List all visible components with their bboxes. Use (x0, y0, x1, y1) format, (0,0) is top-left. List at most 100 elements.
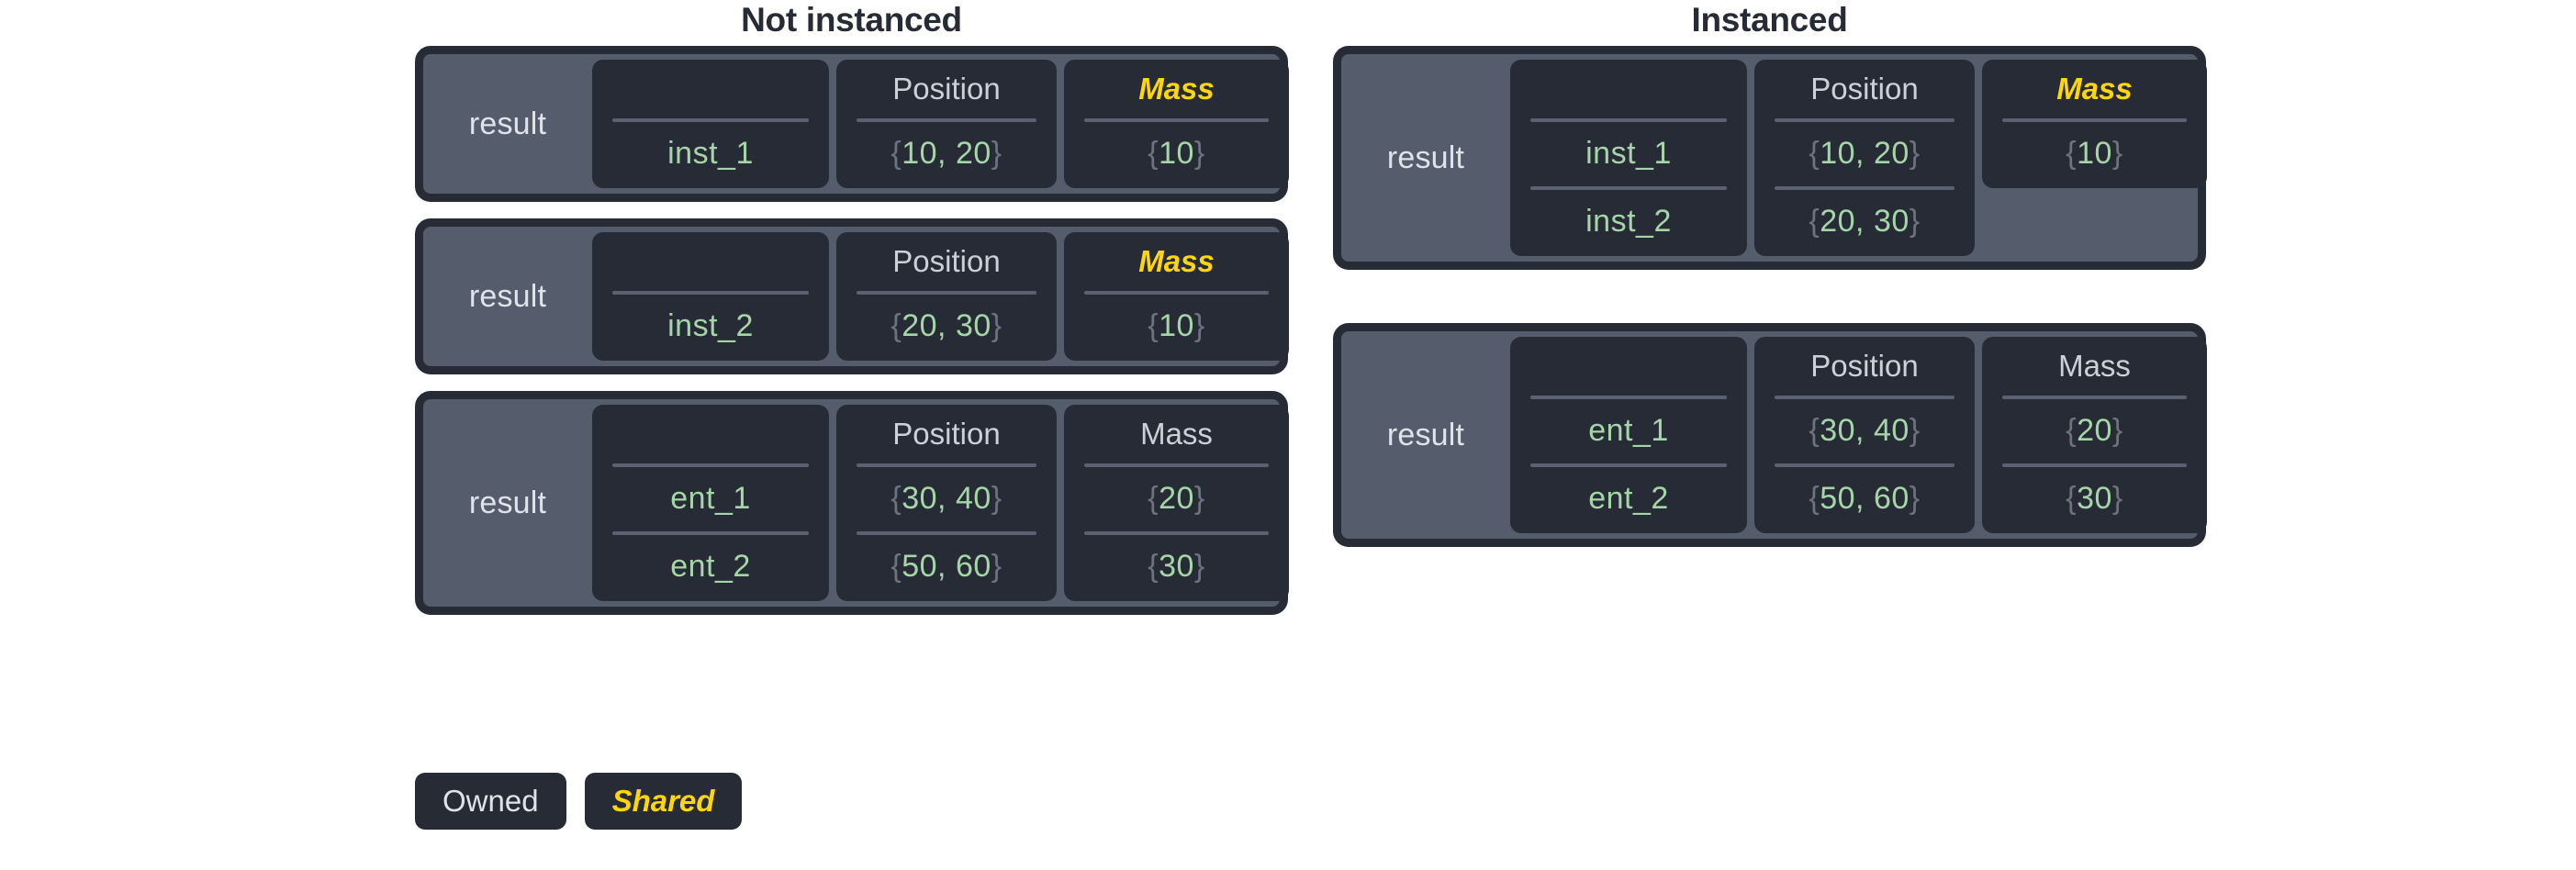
cell-position: {10, 20} (890, 136, 1002, 171)
column-position: Position {10, 20} {20, 30} (1754, 60, 1975, 256)
column-header-name (1510, 67, 1747, 111)
column-header-name (1510, 344, 1747, 388)
column-header-mass: Mass (1138, 244, 1215, 278)
brace-glyph: { (1809, 413, 1820, 448)
column-mass: Mass {10} (1982, 60, 2207, 188)
legend-chip-shared[interactable]: Shared (584, 773, 743, 830)
row-divider (857, 291, 1036, 295)
column-title-instanced: Instanced (1691, 1, 1848, 39)
row-divider (612, 291, 809, 295)
row-divider (2002, 396, 2187, 399)
column-header-mass: Mass (1140, 417, 1213, 451)
cell-mass: {10} (2066, 136, 2123, 171)
cell-mass: {30} (1148, 549, 1205, 584)
row-divider (1530, 118, 1727, 122)
cell-mass: {10} (1148, 136, 1205, 171)
brace-glyph: { (1148, 308, 1159, 343)
column-position: Position {10, 20} (836, 60, 1057, 188)
brace-glyph: { (1148, 549, 1159, 584)
row-divider (2002, 463, 2187, 467)
brace-glyph: { (890, 136, 902, 171)
row-divider (612, 118, 809, 122)
result-label: result (468, 106, 547, 141)
brace-glyph: } (991, 308, 1002, 343)
column-name: ent_1 ent_2 (1510, 337, 1747, 533)
data-columns: inst_1 Position {10, 20} Mass{10} (592, 54, 1294, 194)
row-divider (1084, 463, 1269, 467)
brace-glyph: } (1909, 204, 1921, 239)
column-header-position: Position (892, 244, 1001, 278)
row-divider (2002, 118, 2187, 122)
result-label: result (1386, 417, 1465, 452)
column-title-not-instanced: Not instanced (741, 1, 962, 39)
row-divider (1530, 463, 1727, 467)
column-header-position: Position (892, 417, 1001, 451)
row-divider (857, 463, 1036, 467)
brace-glyph: } (1909, 481, 1921, 516)
brace-glyph: } (991, 481, 1002, 516)
column-mass: Mass{20}{30} (1982, 337, 2207, 533)
row-divider (1084, 531, 1269, 535)
brace-glyph: { (1148, 136, 1159, 171)
row-divider (857, 531, 1036, 535)
cell-name: ent_2 (670, 549, 751, 584)
column-position: Position{20, 30} (836, 232, 1057, 361)
brace-glyph: { (1809, 481, 1820, 516)
column-position: Position {30, 40} {50, 60} (1754, 337, 1975, 533)
cell-name: inst_2 (1585, 204, 1672, 239)
column-header-position: Position (1810, 349, 1919, 383)
brace-glyph: } (1193, 136, 1205, 171)
cell-name: ent_1 (1588, 413, 1669, 448)
row-divider (612, 531, 809, 535)
result-card: result inst_1 inst_2 Position {10, 20} {20, … (1333, 46, 2207, 270)
cell-name: inst_1 (1585, 136, 1672, 171)
result-label: result (468, 278, 547, 314)
brace-glyph: } (2111, 413, 2123, 448)
brace-glyph: { (2066, 413, 2078, 448)
cell-position: {10, 20} (1809, 136, 1921, 171)
cell-mass: {30} (2066, 481, 2123, 516)
brace-glyph: { (1809, 204, 1820, 239)
column-name: inst_1 (592, 60, 829, 188)
row-divider (1084, 118, 1269, 122)
column-header-mass: Mass (2056, 72, 2133, 106)
cell-mass: {20} (1148, 481, 1205, 516)
brace-glyph: { (2066, 481, 2078, 516)
column-header-mass: Mass (2058, 349, 2131, 383)
brace-glyph: { (1809, 136, 1820, 171)
cell-position: {30, 40} (1809, 413, 1921, 448)
column-name: inst_2 (592, 232, 829, 361)
row-divider (1530, 186, 1727, 190)
column-header-position: Position (892, 72, 1001, 106)
column-header-name (592, 67, 829, 111)
result-card: result ent_1 ent_2 Position {30, 40} {50, 60… (1333, 323, 2207, 547)
result-label: result (468, 485, 547, 520)
cell-position: {30, 40} (890, 481, 1002, 516)
brace-glyph: { (890, 549, 902, 584)
cell-position: {20, 30} (1809, 204, 1921, 239)
cell-position: {50, 60} (1809, 481, 1921, 516)
brace-glyph: { (1148, 481, 1159, 516)
result-card: result inst_1 Position {10, 20} Mass{10} (415, 46, 1289, 202)
column-header-position: Position (1810, 72, 1919, 106)
result-label: result (1386, 139, 1465, 175)
row-divider (1775, 186, 1954, 190)
data-columns: inst_1 inst_2 Position {10, 20} {20, 30} Mass… (1510, 54, 2212, 262)
cell-mass: {10} (1148, 308, 1205, 343)
row-divider (1775, 396, 1954, 399)
legend-chip-owned[interactable]: Owned (415, 773, 566, 830)
row-divider (1530, 396, 1727, 399)
column-mass: Mass {20} {30} (1064, 405, 1289, 601)
brace-glyph: } (2111, 136, 2123, 171)
brace-glyph: } (991, 136, 1002, 171)
cell-name: ent_2 (1588, 481, 1669, 516)
column-mass: Mass{10} (1064, 60, 1289, 188)
